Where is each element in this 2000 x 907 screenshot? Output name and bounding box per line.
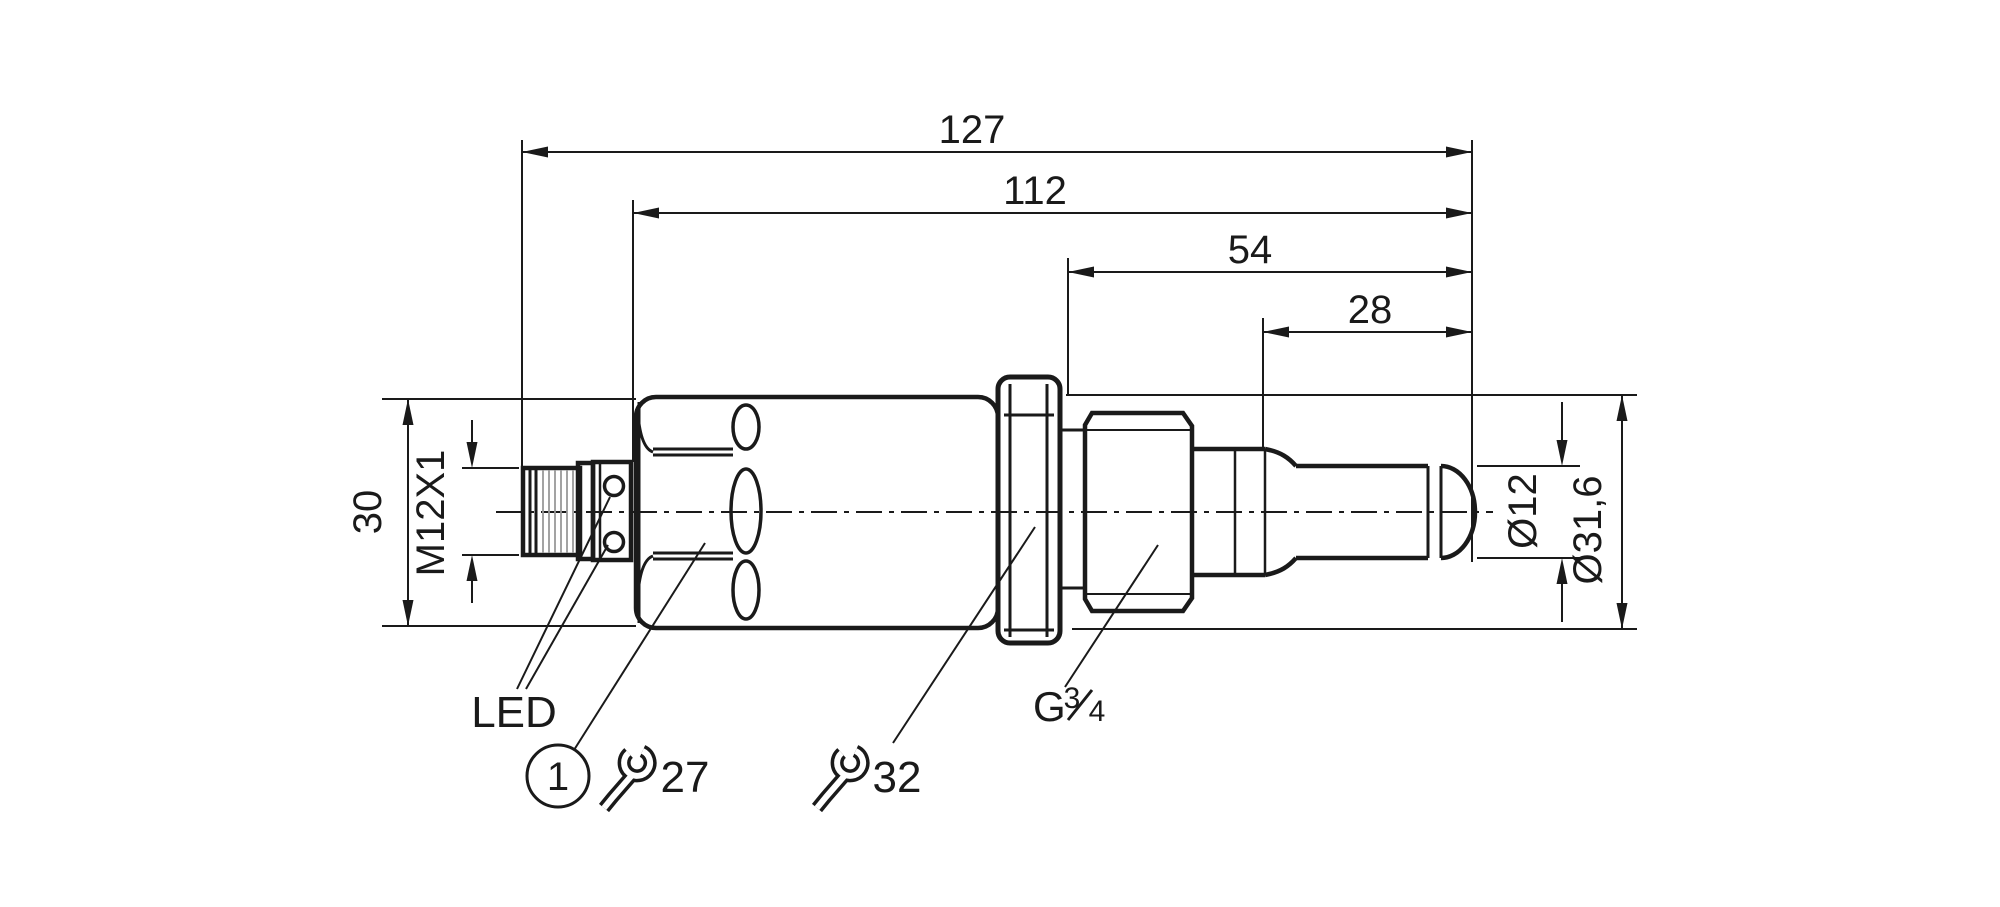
- dimension-arrowheads: [402, 146, 1628, 629]
- fraction-slash: [1066, 689, 1094, 721]
- led-indicators: [602, 474, 626, 554]
- callout-1-badge: 1: [525, 743, 591, 809]
- led-top: [602, 474, 626, 498]
- leader-lines: [516, 496, 1159, 751]
- hex-nut-32: [995, 374, 1063, 646]
- callout-1-leader: [573, 542, 706, 751]
- g34-leader: [1064, 544, 1159, 688]
- led-bottom: [602, 530, 626, 554]
- wrench-32-label: 32: [873, 753, 922, 802]
- probe-neck: [1192, 446, 1298, 578]
- led-leader-top: [516, 496, 611, 690]
- probe-tip-dome: [1440, 463, 1478, 561]
- g-prefix: G: [1033, 683, 1066, 730]
- fraction-numerator: 3: [1064, 682, 1081, 715]
- dim-overall-length: 127: [939, 108, 1006, 152]
- led-leader-bottom: [525, 544, 609, 690]
- wrench-32-icon: [811, 745, 870, 813]
- probe: [1296, 463, 1478, 561]
- dim-connector-side-height: 30: [346, 490, 390, 535]
- fraction-denominator: 4: [1089, 695, 1106, 728]
- wrench-27-label: 27: [661, 753, 710, 802]
- sensor-body: [496, 374, 1493, 646]
- m12-connector: [520, 459, 634, 563]
- wrench-27-icon: [598, 745, 657, 813]
- wrench32-leader: [892, 526, 1036, 744]
- dim-housing-diameter: Ø31,6: [1566, 476, 1610, 585]
- dim-probe-length: 28: [1348, 288, 1393, 332]
- dim-connector-thread: M12X1: [409, 450, 453, 577]
- dim-thread-to-tip: 54: [1228, 228, 1273, 272]
- connector-thread-shading: [542, 470, 574, 553]
- dimension-lines: [382, 140, 1637, 630]
- process-thread-label: G 3 4: [1033, 682, 1105, 730]
- led-label: LED: [471, 688, 557, 737]
- process-thread-g34: [1060, 410, 1195, 614]
- dim-body-to-tip: 112: [1003, 169, 1067, 213]
- housing-hex27: [633, 394, 1001, 631]
- dim-probe-diameter: Ø12: [1501, 473, 1545, 549]
- callout-1-number: 1: [547, 755, 569, 799]
- led-collar: [590, 459, 634, 563]
